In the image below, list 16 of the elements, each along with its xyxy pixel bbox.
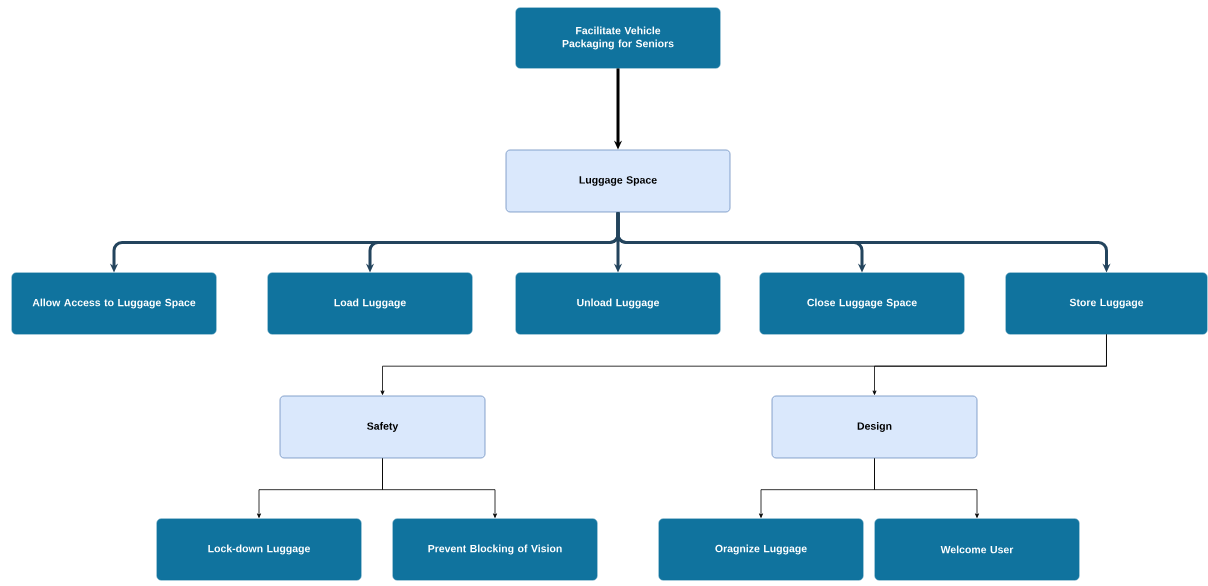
arrow [872, 334, 1107, 395]
process-box: Oragnize Luggage [658, 518, 864, 581]
process-box: Facilitate Vehicle Packaging for Seniors [515, 7, 721, 69]
category-box: Luggage Space [505, 149, 731, 213]
process-box: Load Luggage [267, 272, 473, 335]
process-box: Prevent Blocking of Vision [392, 518, 598, 581]
category-box: Design [771, 395, 978, 459]
arrow [382, 458, 497, 518]
category-box: Safety [279, 395, 486, 459]
process-box: Unload Luggage [515, 272, 721, 335]
process-box: Store Luggage [1005, 272, 1208, 335]
process-box: Welcome User [874, 518, 1080, 581]
process-box: Lock-down Luggage [156, 518, 362, 581]
process-box: Allow Access to Luggage Space [11, 272, 217, 335]
arrow [874, 458, 979, 518]
process-box: Close Luggage Space [759, 272, 965, 335]
